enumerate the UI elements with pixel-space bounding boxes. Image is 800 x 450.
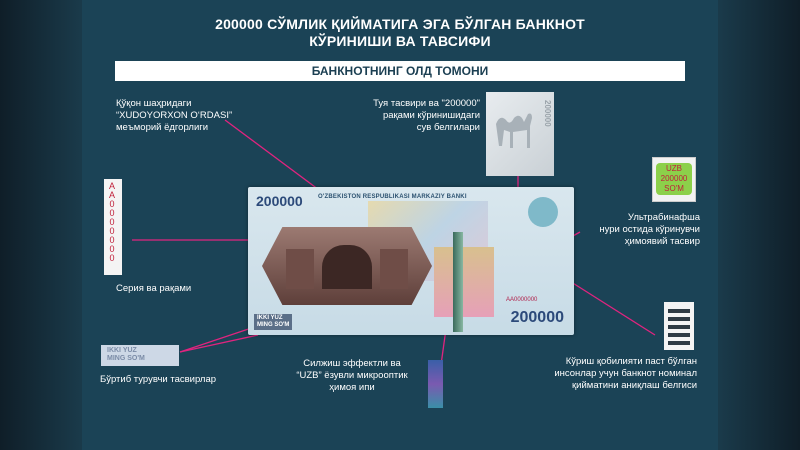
pattern-band xyxy=(434,247,494,317)
serial-vertical-text: AA0000000 xyxy=(107,181,117,262)
serial-number-sample: AA0000000 xyxy=(104,179,122,275)
label-uv-line-3: ҳимоявий тасвир xyxy=(624,236,700,247)
label-watermark-line-3: сув белгилари xyxy=(416,122,480,133)
label-palace-line-1: Қўқон шаҳридаги xyxy=(116,98,192,109)
relief-sample-line-2: MING SO'M xyxy=(107,355,145,362)
banknote-value-top: 200000 xyxy=(256,193,303,209)
label-tactile-line-3: қийматини аниқлаш белгиси xyxy=(572,380,697,391)
watermark-sample: 200000 xyxy=(486,92,554,176)
page-title: 200000 СЎМЛИК ҚИЙМАТИГА ЭГА БЎЛГАН БАНКН… xyxy=(82,16,718,50)
uv-badge: UZB 200000 SO'M xyxy=(656,163,692,195)
label-palace-line-3: меъморий ёдгорлиги xyxy=(116,122,209,133)
title-line-2: КЎРИНИШИ ВА ТАВСИФИ xyxy=(309,33,491,49)
tactile-lines-icon xyxy=(668,309,690,345)
label-watermark-line-2: рақами кўринишидаги xyxy=(382,110,480,121)
label-watermark-line-1: Туя тасвири ва "200000" xyxy=(373,98,480,109)
tactile-marks-sample xyxy=(664,302,694,350)
label-uv-line-1: Ультрабинафша xyxy=(627,212,700,223)
connector-tactile xyxy=(567,279,656,336)
banknote-value-bottom: 200000 xyxy=(510,309,564,326)
label-watermark: Туя тасвири ва "200000" рақами кўринишид… xyxy=(352,98,480,134)
palace-image xyxy=(262,227,432,305)
label-thread-line-2: “UZB” ёзувли микрооптик xyxy=(296,370,408,381)
label-uv: Ультрабинафша нури остида кўринувчи ҳимо… xyxy=(578,212,700,248)
uv-badge-line-1: UZB xyxy=(666,164,682,173)
section-subheading: БАНКНОТНИНГ ОЛД ТОМОНИ xyxy=(115,61,685,81)
banknote-serial: AA0000000 xyxy=(506,297,538,303)
watermark-value: 200000 xyxy=(543,100,552,127)
label-palace-line-2: “XUDOYORXON O‘RDASI” xyxy=(116,110,233,121)
connector-relief-1 xyxy=(179,334,259,353)
title-line-1: 200000 СЎМЛИК ҚИЙМАТИГА ЭГА БЎЛГАН БАНКН… xyxy=(215,16,585,32)
uv-badge-line-2: 200000 xyxy=(660,174,688,183)
uv-badge-line-3: SO'M xyxy=(664,184,684,193)
label-thread-line-1: Силжиш эффектли ва xyxy=(303,358,401,369)
label-uv-line-2: нури остида кўринувчи xyxy=(599,224,700,235)
banknote-bank-name: O'ZBEKISTON RESPUBLIKASI MARKAZIY BANKI xyxy=(318,194,467,200)
banknote-front: 200000 O'ZBEKISTON RESPUBLIKASI MARKAZIY… xyxy=(248,187,574,335)
label-serial: Серия ва рақами xyxy=(116,283,192,294)
banknote-caption: IKKI YUZ MING SO'M xyxy=(254,314,293,330)
banknote-caption-line-2: MING SO'M xyxy=(257,322,290,328)
emblem xyxy=(528,197,558,227)
label-thread-line-3: ҳимоя ипи xyxy=(329,382,375,393)
relief-sample: IKKI YUZ MING SO'M xyxy=(101,345,179,366)
relief-sample-line-1: IKKI YUZ xyxy=(107,347,137,354)
label-palace: Қўқон шаҳридаги “XUDOYORXON O‘RDASI” меъ… xyxy=(116,98,232,134)
security-thread xyxy=(453,232,463,332)
thread-sample xyxy=(428,360,443,408)
label-tactile-line-2: инсонлар учун банкнот номинал xyxy=(554,368,697,379)
uv-badge-sample: UZB 200000 SO'M xyxy=(652,157,696,202)
label-tactile-line-1: Кўриш қобилияти паст бўлган xyxy=(565,356,697,367)
label-thread: Силжиш эффектли ва “UZB” ёзувли микроопт… xyxy=(272,358,432,394)
label-relief: Бўртиб турувчи тасвирлар xyxy=(100,374,217,385)
banknote-caption-line-1: IKKI YUZ xyxy=(257,315,283,321)
camel-icon xyxy=(496,113,532,148)
label-tactile: Кўриш қобилияти паст бўлган инсонлар учу… xyxy=(535,356,697,392)
